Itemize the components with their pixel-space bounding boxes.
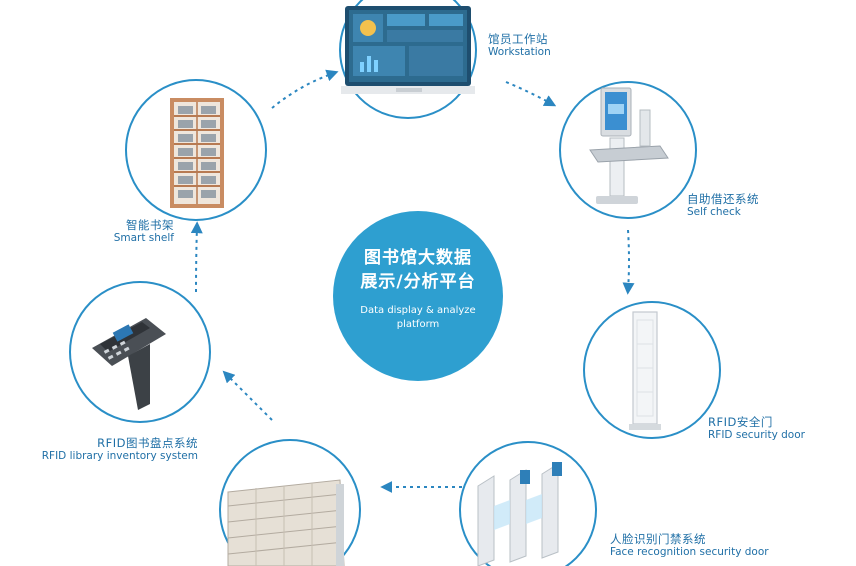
node-bookshelf[interactable] [125, 79, 267, 221]
bookshelf-icon [170, 98, 224, 208]
node-inventory[interactable] [219, 439, 361, 566]
label-inventory: RFID图书盘点系统 RFID library inventory system [10, 436, 198, 464]
node-self-check[interactable] [559, 81, 697, 219]
label-cn: RFID安全门 [708, 415, 773, 429]
kiosk-icon [589, 87, 669, 204]
scanner-icon [227, 479, 345, 566]
label-en: Workstation [488, 46, 551, 59]
label-en: Smart shelf [113, 232, 174, 245]
hub-title-line2: 展示/分析平台 [360, 272, 476, 292]
label-workstation: 馆员工作站 Workstation [488, 32, 551, 60]
arrow-selfcheck-to-rfiddoor [622, 229, 635, 295]
label-self-check: 自助借还系统 Self check [687, 192, 759, 220]
scanner-icon [92, 318, 166, 410]
label-cn: 人脸识别门禁系统 [610, 532, 706, 546]
hub-text: 图书馆大数据 展示/分析平台 Data display & analyze pl… [333, 234, 503, 354]
node-workstation[interactable] [339, 0, 477, 119]
arrow-shelf-to-workstation [271, 69, 339, 109]
gate-icon [629, 311, 661, 430]
label-smart-shelf: 智能书架 Smart shelf [70, 218, 174, 246]
arrow-inventory-to-shelf-lower [222, 370, 273, 421]
connector-arrows [190, 69, 635, 493]
node-smart-shelf-reader[interactable] [69, 281, 211, 423]
node-face-door[interactable] [459, 441, 597, 566]
turnstile-icon [477, 462, 562, 566]
label-en: Face recognition security door [610, 546, 769, 559]
label-rfid-door: RFID安全门 RFID security door [708, 415, 805, 443]
hub-circle [333, 211, 503, 381]
label-cn: RFID图书盘点系统 [97, 436, 198, 450]
arrow-workstation-to-selfcheck [505, 81, 557, 107]
label-cn: 智能书架 [126, 218, 174, 232]
arrow-inventory-to-shelf-upper [190, 221, 203, 293]
label-face-door: 人脸识别门禁系统 Face recognition security door [610, 532, 769, 560]
label-en: RFID library inventory system [41, 450, 198, 463]
monitor-icon [341, 6, 475, 94]
label-en: RFID security door [708, 429, 805, 442]
label-en: Self check [687, 206, 741, 219]
label-cn: 自助借还系统 [687, 192, 759, 206]
label-cn: 馆员工作站 [488, 32, 548, 46]
node-rfid-door[interactable] [583, 301, 721, 439]
hub-title-line1: 图书馆大数据 [364, 248, 472, 268]
hub-subtitle-line1: Data display & analyze [360, 305, 476, 316]
hub-subtitle-line2: platform [396, 319, 440, 330]
